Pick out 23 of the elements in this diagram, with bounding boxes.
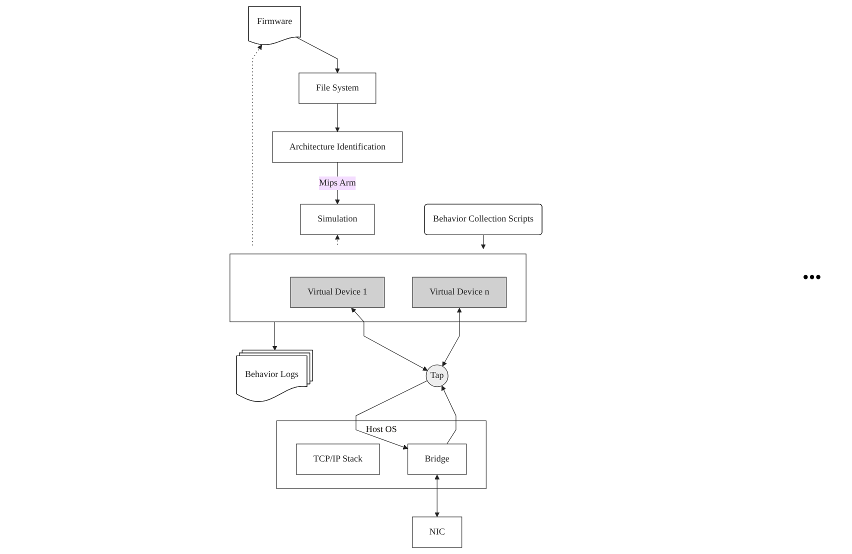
arrow [334,103,340,132]
arrow [272,322,278,351]
cluster [230,254,526,322]
arrow [356,380,428,450]
arrow [252,44,262,247]
arrow [442,308,462,366]
node-circle: Tap [426,364,448,388]
edge-label: Mips Arm [318,178,356,188]
ellipsis-text: ••• [802,266,822,288]
arrow [334,234,340,247]
arrow [434,474,440,518]
node-box: Virtual Device n [412,276,507,308]
node-box: Bridge [408,444,467,475]
node-box: Simulation [300,204,375,235]
node-box: Architecture Identification [272,132,403,163]
node-box: TCP/IP Stack [296,444,380,475]
arrow [296,37,340,74]
node-box: File System [298,72,376,104]
arrow [480,234,486,250]
node-box: Virtual Device 1 [290,276,385,308]
node-box: NIC [412,516,462,548]
arrow [441,386,456,444]
arrow [351,308,428,371]
